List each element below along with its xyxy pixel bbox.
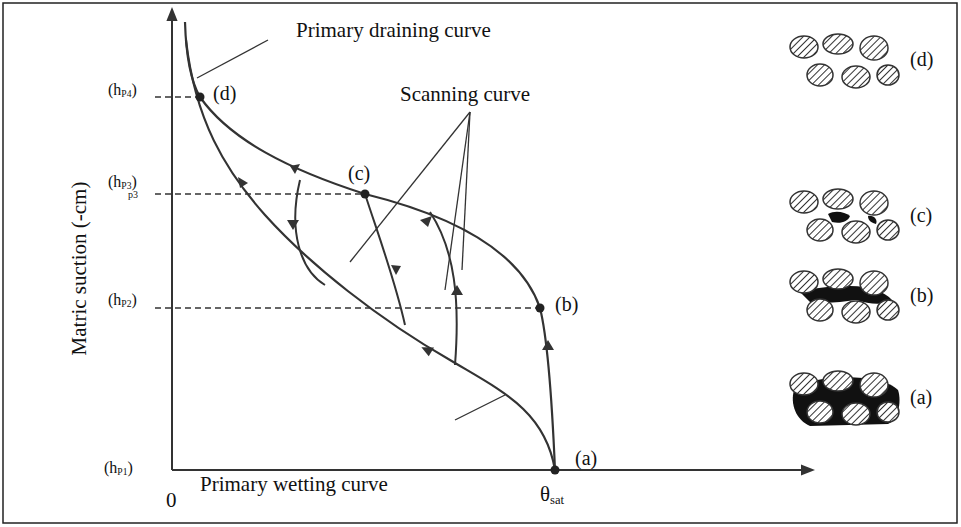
curve-label: Scanning curve [400, 84, 530, 105]
level-label: (hP1) [104, 460, 133, 476]
point-label: (b) [555, 294, 578, 314]
pore-label: (d) [910, 49, 933, 69]
pore-label: (b) [910, 285, 933, 305]
stray-subscript: p3 [128, 190, 138, 200]
curve-label: Primary wetting curve [200, 474, 388, 495]
level-label: (hP2) [108, 292, 137, 308]
point-label: (d) [213, 83, 236, 103]
axis-tick: 0 [166, 490, 177, 511]
pore-label: (c) [910, 205, 932, 225]
axis-title: Matric suction (-cm) [70, 181, 91, 355]
frame [3, 3, 957, 523]
axis-tick: θsat [540, 484, 564, 505]
level-label: (hP3) [108, 174, 137, 190]
pore-label: (a) [910, 387, 932, 407]
point-label: (a) [575, 448, 597, 468]
curve-label: Primary draining curve [296, 20, 491, 41]
point-label: (c) [348, 163, 370, 183]
level-label: (hP4) [108, 82, 137, 98]
